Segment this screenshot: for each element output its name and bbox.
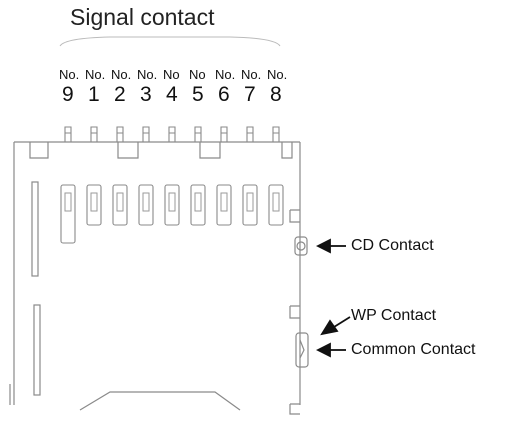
pin-prefix: No. [85, 67, 106, 82]
contact-spring [142, 192, 150, 212]
pin-number: 1 [88, 83, 100, 106]
contact-pin [246, 126, 254, 142]
pin-number: 2 [114, 83, 126, 106]
pin-prefix: No. [215, 67, 236, 82]
contact-slot [86, 184, 102, 226]
contact-pin [90, 126, 98, 142]
pin-number: 8 [270, 83, 282, 106]
pin-number: 7 [244, 83, 256, 106]
contact-pin [220, 126, 228, 142]
contact-spring [168, 192, 176, 212]
diagram-title: Signal contact [70, 4, 215, 30]
callout-arrows [315, 238, 351, 358]
contact-slot [268, 184, 284, 226]
contact-pin [194, 126, 202, 142]
pin-number: 6 [218, 83, 230, 106]
contact-slot [112, 184, 128, 226]
contact-spring [246, 192, 254, 212]
cd-contact-label: CD Contact [351, 237, 434, 254]
contact-spring [272, 192, 280, 212]
pin-number: 4 [166, 83, 178, 106]
contact-spring [64, 192, 72, 212]
contact-spring [194, 192, 202, 212]
contact-pin [272, 126, 280, 142]
contact-spring [220, 192, 228, 212]
contact-slot [242, 184, 258, 226]
common-contact-label: Common Contact [351, 341, 476, 358]
contact-slot [216, 184, 232, 226]
contact-pin [116, 126, 124, 142]
pin-number: 5 [192, 83, 204, 106]
pin-prefix: No [163, 67, 180, 82]
pin-number: 3 [140, 83, 152, 106]
contact-pin [168, 126, 176, 142]
pin-prefix: No [189, 67, 206, 82]
contact-slot [164, 184, 180, 226]
contact-slot [138, 184, 154, 226]
pin-prefix: No. [137, 67, 158, 82]
contact-pin [64, 126, 72, 142]
contact-pin [142, 126, 150, 142]
contact-slot [190, 184, 206, 226]
title-brace [59, 36, 281, 47]
contact-spring [116, 192, 124, 212]
contact-slot [60, 184, 76, 244]
pin-prefix: No. [59, 67, 80, 82]
pin-prefix: No. [241, 67, 262, 82]
wp-contact-label: WP Contact [351, 307, 437, 324]
pin-number: 9 [62, 83, 74, 106]
connector-outline [9, 141, 309, 415]
pin-prefix: No. [267, 67, 288, 82]
pin-prefix: No. [111, 67, 132, 82]
contact-spring [90, 192, 98, 212]
